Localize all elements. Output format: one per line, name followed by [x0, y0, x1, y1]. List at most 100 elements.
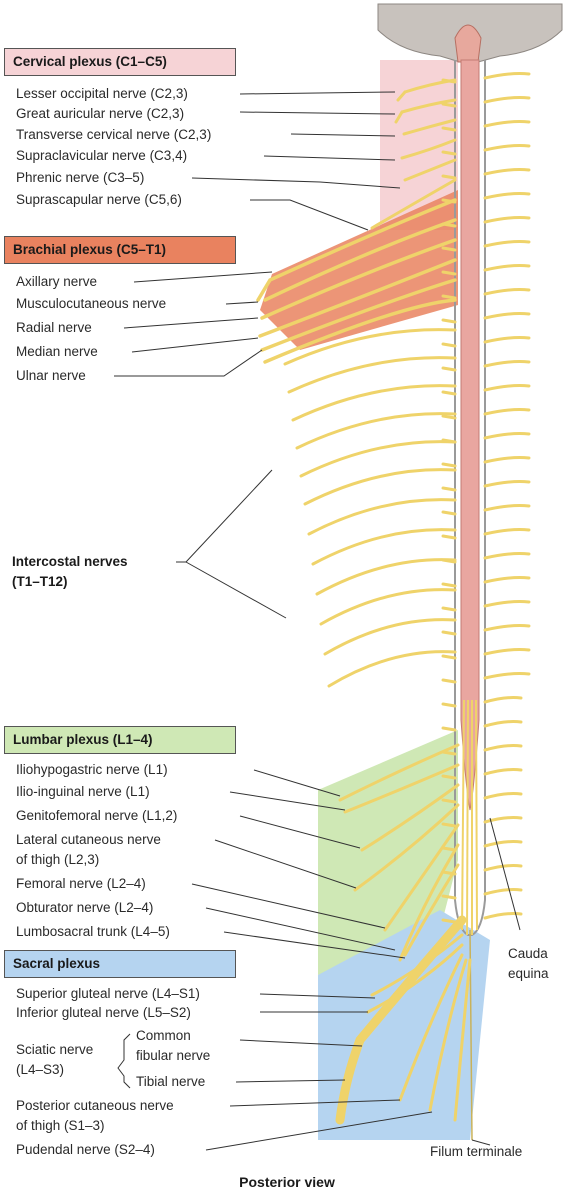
nerve-root — [483, 96, 531, 104]
nerve-root — [483, 624, 531, 632]
nerve-root — [483, 576, 531, 584]
nerve-root — [441, 270, 457, 276]
nerve-root — [441, 294, 457, 300]
suprascapular-label: Suprascapular nerve (C5,6) — [16, 192, 182, 207]
iliohypogastric-label: Iliohypogastric nerve (L1) — [16, 762, 168, 777]
nerve-root — [483, 288, 531, 296]
nerve-root — [441, 510, 457, 516]
nerve-root — [483, 720, 523, 728]
nerve-root — [483, 552, 531, 560]
intercostal-range-label: (T1–T12) — [12, 574, 68, 589]
ulnar-label: Ulnar nerve — [16, 368, 86, 383]
lateral-cutaneous-label-line2: of thigh (L2,3) — [16, 852, 100, 867]
nerve-root — [441, 918, 457, 924]
ilio-inguinal-label: Ilio-inguinal nerve (L1) — [16, 784, 150, 799]
nerve-root — [483, 816, 523, 824]
sacral-region — [318, 910, 490, 1140]
nerve-root — [483, 528, 531, 536]
phrenic-label: Phrenic nerve (C3–5) — [16, 170, 145, 185]
nerve-root — [483, 336, 531, 344]
nerve-root — [441, 726, 457, 732]
nerve-root — [441, 390, 457, 396]
intercostal-nerve — [311, 528, 457, 566]
axillary-label: Axillary nerve — [16, 274, 98, 289]
nerve-root — [441, 246, 457, 252]
nerve-root — [483, 600, 531, 608]
lesser-occipital-label: Lesser occipital nerve (C2,3) — [16, 86, 188, 101]
intercostal-nerve — [303, 468, 457, 506]
intercostal-nerve — [299, 440, 457, 478]
intercostal-nerve — [291, 384, 457, 422]
nerve-root — [441, 774, 457, 780]
nerve-root — [483, 648, 531, 656]
genitofemoral-label: Genitofemoral nerve (L1,2) — [16, 808, 178, 823]
nerve-root — [441, 606, 457, 612]
nerve-root — [483, 792, 523, 800]
nerve-root — [483, 864, 523, 872]
nerve-root — [483, 264, 531, 272]
lumbosacral-trunk-label: Lumbosacral trunk (L4–5) — [16, 924, 170, 939]
figure-caption: Posterior view — [239, 1174, 335, 1190]
inferior-gluteal-label: Inferior gluteal nerve (L5–S2) — [16, 1005, 191, 1020]
nerve-root — [483, 192, 531, 200]
brachial-plexus-header: Brachial plexus (C5–T1) — [4, 236, 236, 264]
nerve-root — [441, 342, 457, 348]
nerve-root — [441, 534, 457, 540]
cauda-equina-label: Cauda — [508, 946, 548, 961]
nerve-root — [483, 216, 531, 224]
intercostal-label: Intercostal nerves — [12, 554, 128, 569]
common-fibular-label: Common — [136, 1028, 191, 1043]
lumbar-plexus-header: Lumbar plexus (L1–4) — [4, 726, 236, 754]
posterior-cutaneous-label: Posterior cutaneous nerve — [16, 1098, 174, 1113]
nerve-root — [441, 102, 457, 108]
lateral-cutaneous-label: Lateral cutaneous nerve — [16, 832, 161, 847]
sciatic-label: Sciatic nerve — [16, 1042, 94, 1057]
nerve-root — [483, 360, 531, 368]
nerve-root — [483, 744, 523, 752]
nerve-root — [441, 486, 457, 492]
nerve-root — [483, 432, 531, 440]
intercostal-nerve — [327, 650, 457, 688]
lumbar-plexus-nerves — [338, 743, 460, 962]
spinal-cord — [460, 59, 480, 811]
nerve-root — [483, 240, 531, 248]
nerve-root — [483, 384, 531, 392]
nerve-root — [483, 504, 531, 512]
cervical-plexus-nerves — [370, 78, 457, 230]
radial-label: Radial nerve — [16, 320, 92, 335]
brachial-plexus-nerves — [256, 198, 457, 364]
nerve-root — [483, 144, 531, 152]
intercostal-nerve — [295, 412, 457, 450]
obturator-label: Obturator nerve (L2–4) — [16, 900, 154, 915]
nerve-root — [441, 174, 457, 180]
intercostal-nerve — [319, 588, 457, 626]
nerve-root — [483, 696, 523, 704]
musculocutaneous-label: Musculocutaneous nerve — [16, 296, 167, 311]
pudendal-label: Pudendal nerve (S2–4) — [16, 1142, 155, 1157]
intercostal-nerves — [283, 328, 457, 688]
nerve-root — [441, 366, 457, 372]
intercostal-nerve — [323, 618, 457, 656]
tibial-label: Tibial nerve — [136, 1074, 206, 1089]
nerve-root — [483, 168, 531, 176]
intercostal-nerve — [307, 498, 457, 536]
nerve-root — [483, 408, 531, 416]
cauda-equina-label-line2: equina — [508, 966, 549, 981]
intercostal-nerve — [283, 328, 457, 366]
leader-lines — [114, 91, 521, 1151]
nerve-root — [441, 126, 457, 132]
nerve-root — [483, 840, 523, 848]
nerve-root — [441, 582, 457, 588]
posterior-cutaneous-label-line2: of thigh (S1–3) — [16, 1118, 105, 1133]
lumbar-region — [318, 730, 458, 975]
nerve-root — [441, 318, 457, 324]
median-label: Median nerve — [16, 344, 98, 359]
nerve-root — [483, 672, 531, 680]
intercostal-nerve — [315, 558, 457, 596]
nerve-root — [483, 480, 531, 488]
nerve-root — [483, 456, 531, 464]
nerve-root — [441, 150, 457, 156]
nerve-root — [483, 120, 531, 128]
nerve-root — [441, 798, 457, 804]
nerve-root — [441, 678, 457, 684]
